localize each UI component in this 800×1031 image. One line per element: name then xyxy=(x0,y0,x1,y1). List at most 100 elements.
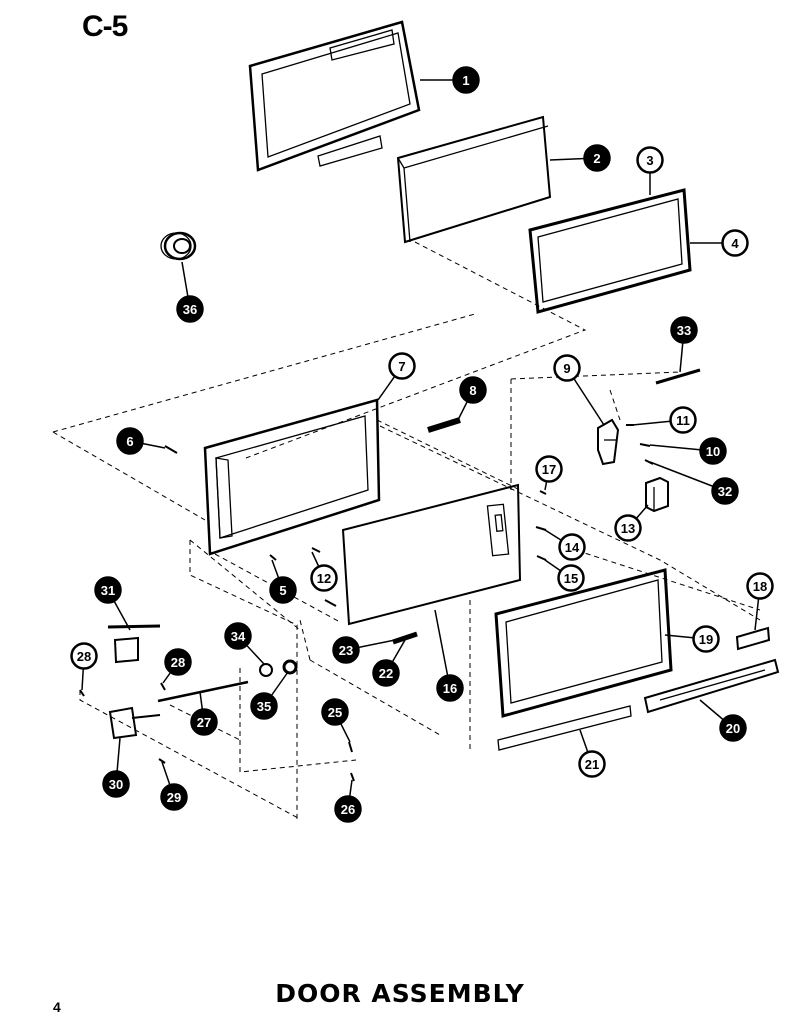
part-hinge-rod xyxy=(157,680,249,703)
callout-label-1: 1 xyxy=(462,73,469,88)
callout-36: 36 xyxy=(176,261,204,323)
callout-label-29: 29 xyxy=(167,790,181,805)
callout-label-19: 19 xyxy=(699,632,713,647)
callout-balloon-2 xyxy=(583,144,611,172)
fasteners xyxy=(79,424,654,782)
callout-balloon-32 xyxy=(711,477,739,505)
callout-7: 7 xyxy=(377,352,416,401)
part-spring xyxy=(392,631,418,645)
callout-balloon-14 xyxy=(558,533,586,561)
callout-balloon-20 xyxy=(719,714,747,742)
callout-balloon-22 xyxy=(372,659,400,687)
part-latch xyxy=(597,418,620,466)
callout-balloon-28 xyxy=(164,648,192,676)
callout-35: 35 xyxy=(250,671,289,720)
callout-balloon-36 xyxy=(176,295,204,323)
callout-label-20: 20 xyxy=(726,721,740,736)
callout-balloon-11 xyxy=(669,406,697,434)
callout-balloon-12 xyxy=(310,564,338,592)
part-washer xyxy=(259,663,273,677)
callout-label-21: 21 xyxy=(585,757,599,772)
callout-label-12: 12 xyxy=(317,571,331,586)
callout-label-13: 13 xyxy=(621,521,635,536)
callout-balloon-33 xyxy=(670,316,698,344)
callout-label-30: 30 xyxy=(109,777,123,792)
part-latch-rod xyxy=(655,368,701,385)
callout-label-7: 7 xyxy=(398,359,405,374)
part-handle-cap xyxy=(735,626,771,651)
callout-balloon-9 xyxy=(553,354,581,382)
callout-label-27: 27 xyxy=(197,715,211,730)
callout-23: 23 xyxy=(332,636,396,664)
part-hinge-pin xyxy=(427,417,461,433)
callout-3: 3 xyxy=(636,146,664,195)
callout-label-18: 18 xyxy=(753,579,767,594)
callout-balloon-13 xyxy=(614,514,642,542)
callout-balloon-29 xyxy=(160,783,188,811)
callout-label-34: 34 xyxy=(231,629,246,644)
callout-5: 5 xyxy=(269,559,297,604)
callout-label-28: 28 xyxy=(77,649,91,664)
callout-balloon-19 xyxy=(692,625,720,653)
part-glass-pane xyxy=(528,188,692,314)
callout-balloon-1 xyxy=(452,66,480,94)
callout-32: 32 xyxy=(649,461,739,505)
callout-28: 28 xyxy=(162,648,192,684)
callout-balloon-3 xyxy=(636,146,664,174)
callout-31: 31 xyxy=(94,576,131,631)
part-door-panel-box xyxy=(396,115,552,244)
callout-label-2: 2 xyxy=(593,151,600,166)
section-code: C-5 xyxy=(82,10,128,43)
callout-balloon-16 xyxy=(436,674,464,702)
callout-label-5: 5 xyxy=(279,583,286,598)
callout-20: 20 xyxy=(699,699,747,742)
callout-balloon-25 xyxy=(321,698,349,726)
callout-label-25: 25 xyxy=(328,705,342,720)
diagram-title: DOOR ASSEMBLY xyxy=(275,979,525,1008)
callout-11: 11 xyxy=(631,406,697,434)
callout-22: 22 xyxy=(372,639,406,687)
callout-label-11: 11 xyxy=(676,413,690,428)
callout-label-32: 32 xyxy=(718,484,732,499)
callout-33: 33 xyxy=(670,316,698,373)
callout-balloon-31 xyxy=(94,576,122,604)
part-switch-block xyxy=(645,476,669,513)
callout-balloon-10 xyxy=(699,437,727,465)
callout-label-17: 17 xyxy=(542,462,556,477)
callout-16: 16 xyxy=(434,609,464,702)
callout-label-6: 6 xyxy=(126,434,133,449)
callout-28: 28 xyxy=(70,642,98,691)
callout-15: 15 xyxy=(544,559,585,592)
callout-balloon-5 xyxy=(269,576,297,604)
callout-balloon-26 xyxy=(334,795,362,823)
callout-18: 18 xyxy=(746,572,774,631)
callout-balloon-8 xyxy=(459,376,487,404)
part-inner-glass-frame xyxy=(494,568,673,718)
callout-30: 30 xyxy=(102,737,130,798)
part-grommet xyxy=(160,231,197,261)
callout-balloon-18 xyxy=(746,572,774,600)
callout-9: 9 xyxy=(553,354,605,426)
callout-balloon-17 xyxy=(535,455,563,483)
callout-label-3: 3 xyxy=(646,153,653,168)
callout-label-8: 8 xyxy=(469,383,476,398)
callout-label-35: 35 xyxy=(257,699,271,714)
callout-12: 12 xyxy=(310,551,338,592)
callout-26: 26 xyxy=(334,779,362,823)
callout-label-31: 31 xyxy=(101,583,115,598)
callout-label-15: 15 xyxy=(564,571,578,586)
part-outer-door-frame xyxy=(248,20,421,172)
callout-balloon-15 xyxy=(557,564,585,592)
callout-balloon-35 xyxy=(250,692,278,720)
part-lower-hinge xyxy=(108,706,161,740)
callout-label-16: 16 xyxy=(443,681,457,696)
callout-balloon-21 xyxy=(578,750,606,778)
callout-4: 4 xyxy=(690,229,749,257)
callout-label-4: 4 xyxy=(731,236,739,251)
callout-label-28: 28 xyxy=(171,655,185,670)
callout-balloon-7 xyxy=(388,352,416,380)
callout-label-22: 22 xyxy=(379,666,393,681)
callout-6: 6 xyxy=(116,427,166,455)
